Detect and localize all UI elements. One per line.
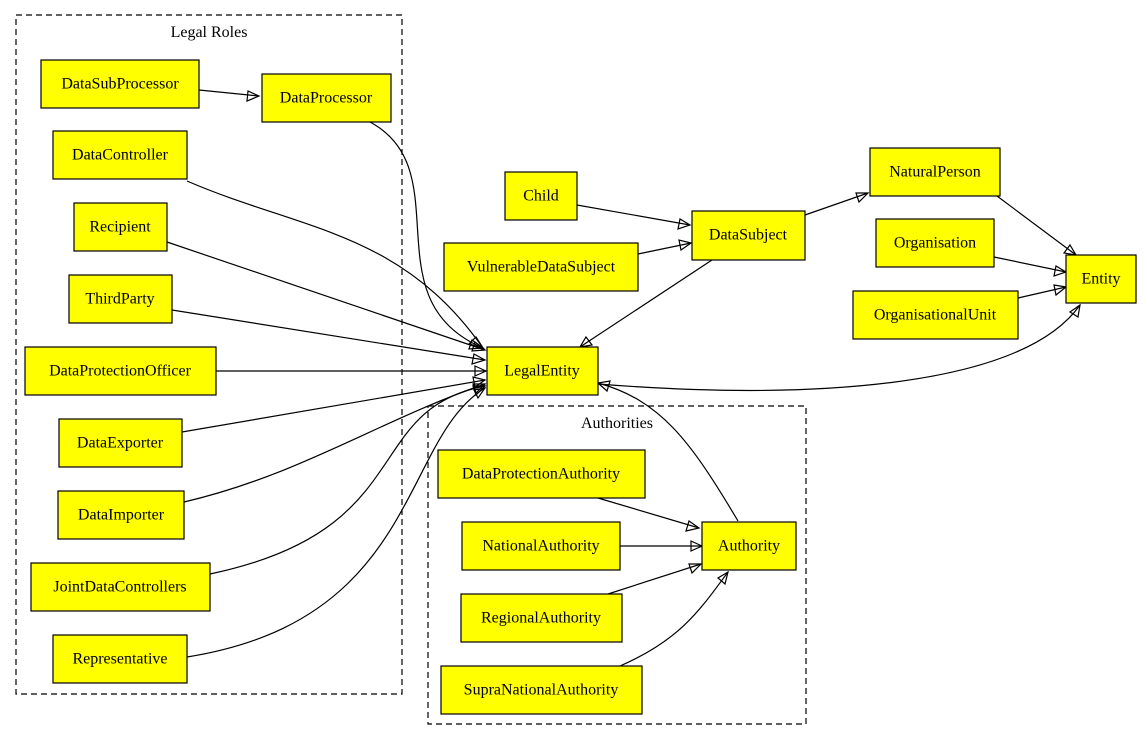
node-label-authority: Authority <box>718 538 780 555</box>
node-label-joint-data-controllers: JointDataControllers <box>53 579 186 596</box>
edge-datasubject-to-naturalperson <box>804 192 870 216</box>
node-organisational-unit: OrganisationalUnit <box>852 290 1019 340</box>
node-child: Child <box>504 171 578 221</box>
edge-dataprotectionofficer-to-legalentity <box>216 365 488 377</box>
node-recipient: Recipient <box>73 202 168 252</box>
edge-recipient-to-legalentity <box>166 241 487 352</box>
node-vulnerable-data-subject: VulnerableDataSubject <box>443 242 639 292</box>
node-label-third-party: ThirdParty <box>85 291 154 308</box>
cluster-authorities: Authorities <box>427 405 807 725</box>
node-label-legal-entity: LegalEntity <box>504 363 580 380</box>
node-regional-authority: RegionalAuthority <box>460 593 623 643</box>
node-data-protection-authority: DataProtectionAuthority <box>437 449 646 499</box>
node-label-data-exporter: DataExporter <box>77 435 164 452</box>
node-entity: Entity <box>1065 254 1137 304</box>
node-data-protection-officer: DataProtectionOfficer <box>24 346 217 396</box>
edge-naturalperson-to-entity <box>996 195 1078 256</box>
node-label-data-protection-authority: DataProtectionAuthority <box>462 466 620 483</box>
edges <box>166 89 1081 667</box>
node-label-national-authority: NationalAuthority <box>482 538 599 555</box>
node-label-organisation: Organisation <box>894 235 976 252</box>
edge-organisation-to-entity <box>993 256 1068 277</box>
node-label-data-processor: DataProcessor <box>280 90 373 107</box>
node-national-authority: NationalAuthority <box>461 521 621 571</box>
edge-vulnerabledatasubject-to-datasubject <box>637 239 693 255</box>
node-label-regional-authority: RegionalAuthority <box>481 610 601 627</box>
edge-organisationalunit-to-entity <box>1017 284 1068 299</box>
edge-representative-to-legalentity <box>186 387 487 658</box>
node-organisation: Organisation <box>875 218 995 268</box>
edge-dataprotectionauthority-to-authority <box>597 497 701 532</box>
node-data-subject: DataSubject <box>691 210 806 261</box>
node-data-sub-processor: DataSubProcessor <box>40 59 200 109</box>
node-label-data-importer: DataImporter <box>78 507 165 524</box>
node-label-recipient: Recipient <box>89 219 151 236</box>
edge-child-to-datasubject <box>576 204 692 230</box>
node-representative: Representative <box>52 634 188 684</box>
node-authority: Authority <box>701 521 797 571</box>
node-label-data-protection-officer: DataProtectionOfficer <box>49 363 192 380</box>
node-label-organisational-unit: OrganisationalUnit <box>874 307 997 324</box>
edge-legalentity-to-entity <box>597 303 1081 391</box>
edge-authority-to-legalentity <box>596 380 739 522</box>
edge-nationalauthority-to-authority <box>620 540 704 552</box>
node-legal-entity: LegalEntity <box>486 346 599 396</box>
node-supra-national-authority: SupraNationalAuthority <box>440 665 643 715</box>
edge-datasubprocessor-to-dataprocessor <box>198 89 261 102</box>
node-label-data-sub-processor: DataSubProcessor <box>61 76 179 93</box>
node-label-data-controller: DataController <box>72 147 169 164</box>
node-data-processor: DataProcessor <box>261 73 392 123</box>
node-third-party: ThirdParty <box>68 274 173 324</box>
edge-supranationalauthority-to-authority <box>619 570 729 667</box>
node-label-natural-person: NaturalPerson <box>889 164 981 181</box>
node-label-supra-national-authority: SupraNationalAuthority <box>464 682 619 699</box>
node-label-child: Child <box>523 188 559 205</box>
node-label-representative: Representative <box>72 651 167 668</box>
node-label-vulnerable-data-subject: VulnerableDataSubject <box>467 259 616 276</box>
edge-dataexporter-to-legalentity <box>181 376 487 433</box>
edge-datasubject-to-legalentity <box>578 259 713 348</box>
node-label-entity: Entity <box>1081 271 1120 288</box>
node-label-data-subject: DataSubject <box>709 227 788 244</box>
node-data-importer: DataImporter <box>57 490 185 540</box>
node-data-controller: DataController <box>52 130 188 180</box>
node-data-exporter: DataExporter <box>58 418 183 468</box>
node-joint-data-controllers: JointDataControllers <box>30 562 211 612</box>
edge-datacontroller-to-legalentity <box>186 180 485 350</box>
cluster-label-legal-roles: Legal Roles <box>171 24 248 41</box>
edge-dataprocessor-to-legalentity <box>369 121 485 350</box>
edge-regionalauthority-to-authority <box>607 563 703 595</box>
cluster-legal-roles: Legal Roles <box>15 14 403 695</box>
edge-thirdparty-to-legalentity <box>171 309 487 365</box>
cluster-label-authorities: Authorities <box>581 415 653 432</box>
node-natural-person: NaturalPerson <box>869 147 1001 197</box>
